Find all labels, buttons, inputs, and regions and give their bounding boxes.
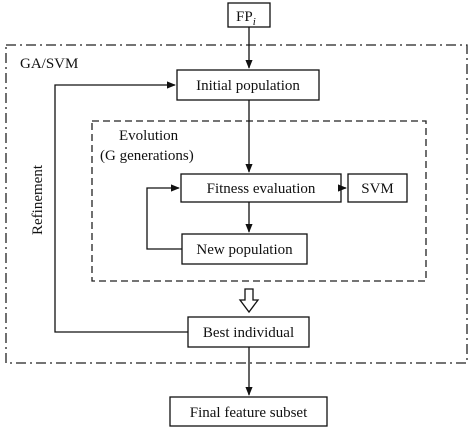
fp-input-box — [227, 2, 271, 28]
fp-input-label: FPi — [236, 9, 256, 28]
new-population-label: New population — [196, 242, 293, 258]
fitness-evaluation-label: Fitness evaluation — [207, 181, 316, 197]
evolution-region — [91, 120, 427, 282]
hollow-down-arrow — [238, 288, 260, 314]
svm-label: SVM — [361, 181, 394, 197]
fitness-evaluation-box — [180, 173, 342, 203]
evolution-label: Evolution — [119, 128, 179, 144]
initial-population-box — [176, 69, 320, 101]
final-feature-subset-box — [169, 396, 328, 427]
arrow-refinement-loop — [54, 81, 188, 333]
evolution-generations-label: (G generations) — [100, 148, 194, 164]
fp-input-subscript: i — [253, 16, 256, 28]
arrow-new-to-fitness-loop — [146, 184, 182, 250]
ga-svm-region — [5, 44, 468, 364]
ga-svm-label: GA/SVM — [20, 56, 78, 72]
initial-population-label: Initial population — [196, 78, 300, 94]
refinement-label: Refinement — [30, 164, 46, 235]
svm-box — [347, 173, 408, 203]
fp-input-main: FP — [236, 9, 253, 25]
final-feature-subset-label: Final feature subset — [190, 405, 308, 421]
best-individual-label: Best individual — [203, 325, 294, 341]
